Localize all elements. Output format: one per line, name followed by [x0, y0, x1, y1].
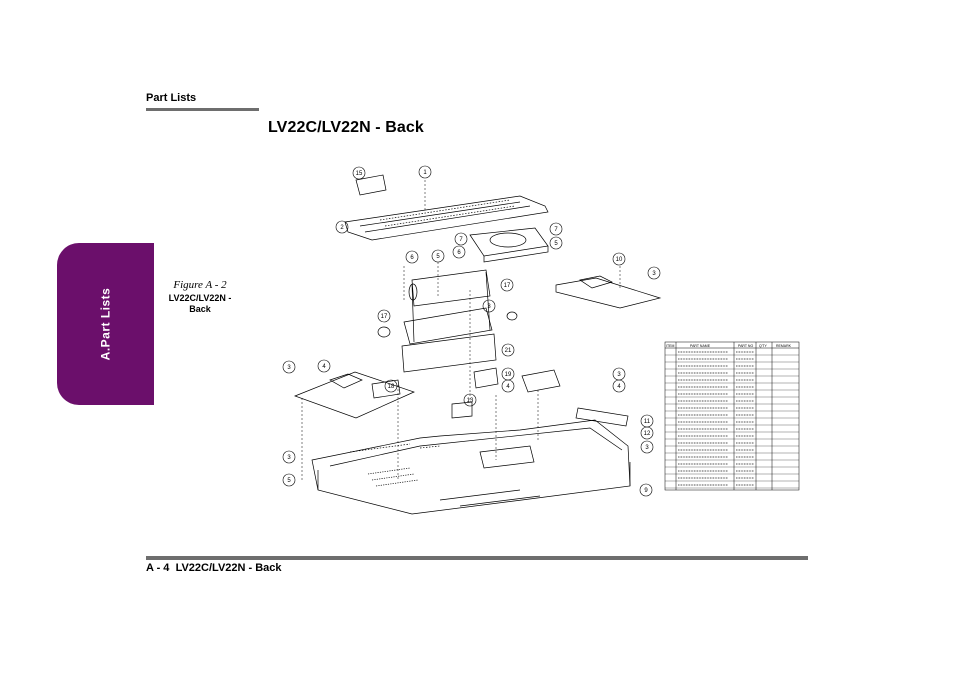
- svg-text:12: 12: [644, 431, 651, 437]
- parts-list-table: ITEM PART NAME PART NO Q'TY REMARK: [664, 341, 800, 491]
- svg-text:Q'TY: Q'TY: [759, 344, 768, 348]
- svg-text:PART NAME: PART NAME: [690, 344, 711, 348]
- figure-title: LV22C/LV22N - Back: [168, 293, 232, 314]
- svg-text:5: 5: [287, 478, 291, 484]
- svg-text:PART NO: PART NO: [738, 344, 753, 348]
- bracket-right: [521, 369, 561, 393]
- leader-lines: [301, 180, 621, 480]
- svg-text:21: 21: [505, 348, 512, 354]
- bracket-middle: [473, 367, 499, 389]
- footer-title: LV22C/LV22N - Back: [175, 562, 282, 574]
- stand-column: [377, 269, 518, 373]
- label-plate: [451, 401, 473, 419]
- svg-text:3: 3: [617, 372, 621, 378]
- svg-text:17: 17: [504, 283, 511, 289]
- svg-text:6: 6: [410, 255, 414, 261]
- svg-text:18: 18: [388, 384, 395, 390]
- footer-rule: [146, 556, 808, 560]
- label-sheet: [355, 174, 387, 196]
- svg-text:7: 7: [554, 227, 558, 233]
- svg-text:10: 10: [616, 257, 623, 263]
- svg-text:6: 6: [457, 250, 461, 256]
- footer: A - 4 LV22C/LV22N - Back: [146, 562, 282, 574]
- svg-text:ITEM: ITEM: [666, 344, 674, 348]
- svg-text:1: 1: [423, 170, 427, 176]
- svg-text:2: 2: [340, 225, 344, 231]
- bracket-left: [371, 379, 401, 399]
- svg-text:3: 3: [287, 365, 291, 371]
- svg-text:9: 9: [644, 488, 648, 494]
- svg-text:4: 4: [322, 364, 326, 370]
- svg-text:4: 4: [506, 384, 510, 390]
- svg-text:11: 11: [644, 419, 651, 425]
- hinge-cover-right: [555, 275, 662, 309]
- svg-text:15: 15: [356, 171, 363, 177]
- svg-text:4: 4: [617, 384, 621, 390]
- page-title: LV22C/LV22N - Back: [268, 119, 424, 136]
- svg-text:5: 5: [436, 254, 440, 260]
- svg-text:3: 3: [487, 304, 491, 310]
- back-cover: [311, 419, 631, 515]
- svg-text:3: 3: [645, 445, 649, 451]
- svg-text:REMARK: REMARK: [776, 344, 792, 348]
- side-rail: [575, 407, 629, 427]
- figure-caption: Figure A - 2 LV22C/LV22N - Back: [160, 279, 240, 315]
- footer-page: A - 4: [146, 562, 170, 574]
- header-rule: [146, 108, 259, 111]
- side-tab-label: A.Part Lists: [98, 287, 113, 361]
- stand-bracket: [469, 227, 549, 263]
- svg-text:3: 3: [287, 455, 291, 461]
- top-cover: [344, 195, 549, 241]
- section-label: Part Lists: [146, 92, 197, 104]
- side-tab[interactable]: [57, 243, 154, 405]
- svg-text:17: 17: [381, 314, 388, 320]
- figure-number: Figure A - 2: [173, 279, 227, 291]
- svg-text:7: 7: [459, 237, 463, 243]
- callout-circles: [282, 165, 661, 497]
- side-tab-label-wrap: A.Part Lists: [57, 243, 154, 405]
- svg-text:13: 13: [467, 398, 474, 404]
- hinge-cover-left: [294, 371, 415, 419]
- svg-text:3: 3: [652, 271, 656, 277]
- svg-text:5: 5: [554, 241, 558, 247]
- svg-text:19: 19: [505, 372, 512, 378]
